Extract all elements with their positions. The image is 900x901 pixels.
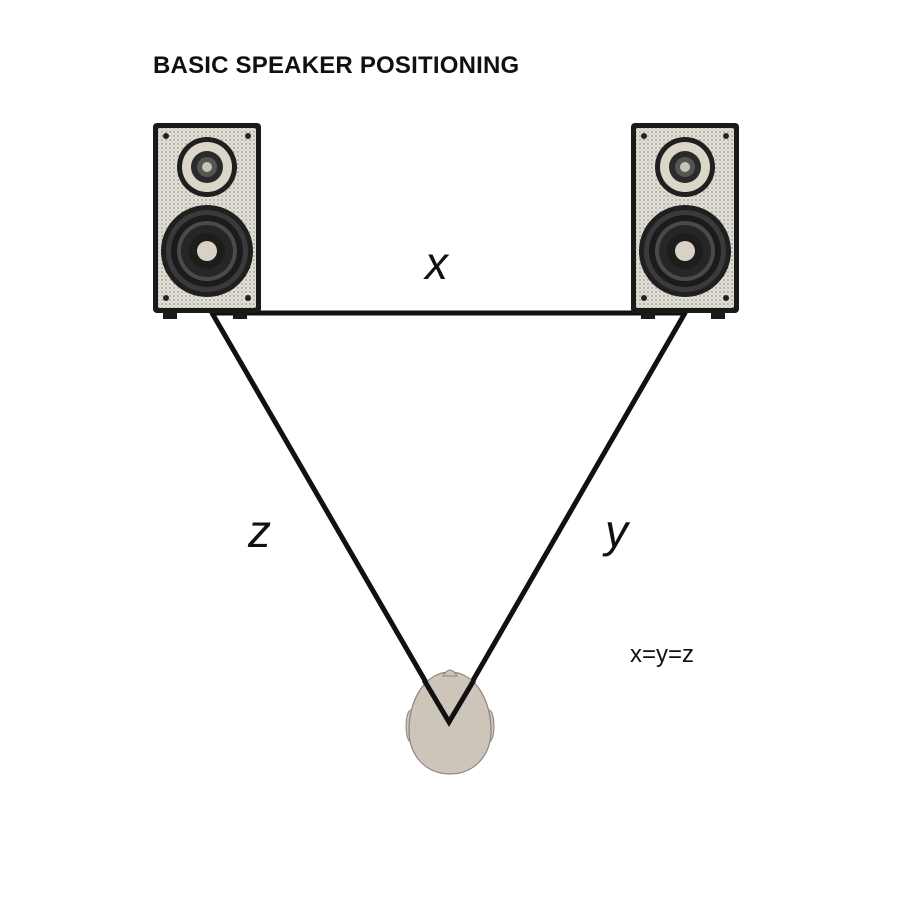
diagram-title: BASIC SPEAKER POSITIONING	[153, 52, 520, 79]
equal-distance-equation: x=y=z	[630, 641, 695, 668]
right-speaker-icon	[631, 123, 739, 319]
label-x: x	[425, 237, 448, 289]
distance-y-line	[446, 310, 688, 725]
distance-z-line	[209, 310, 452, 725]
listening-position-vertex	[421, 678, 477, 727]
label-y: y	[605, 505, 628, 557]
label-z: z	[248, 505, 271, 557]
left-speaker-icon	[153, 123, 261, 319]
